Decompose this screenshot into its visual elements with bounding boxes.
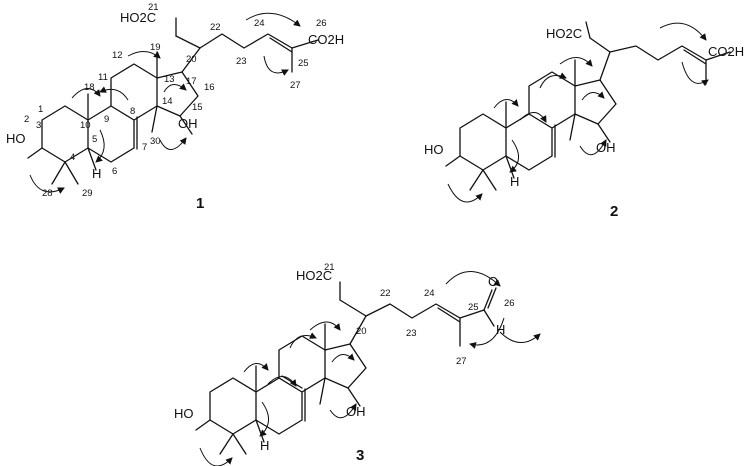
c1-num-25: 25 [298, 58, 309, 69]
c1-num-9: 9 [104, 114, 109, 125]
c1-num-21: 21 [148, 2, 159, 13]
c2-hydroxy-3: HO [424, 142, 444, 157]
c1-num-16: 16 [204, 82, 215, 93]
c1-num-19: 19 [150, 42, 161, 53]
compound-1-label: 1 [196, 195, 204, 212]
c1-num-14: 14 [162, 96, 173, 107]
compound-2-correlations [447, 22, 709, 203]
compound-2-label: 2 [610, 203, 618, 220]
compound-1-structure [27, 17, 319, 185]
c3-hydroxy-15: OH [346, 404, 366, 419]
compound-3-label: 3 [356, 447, 364, 464]
c1-num-17: 17 [186, 76, 197, 87]
c3-h5: H [260, 438, 269, 453]
c2-hydroxy-15: OH [596, 140, 616, 155]
c1-hydroxy-3: HO [6, 131, 26, 146]
c3-acid-top: HO2C [296, 268, 332, 283]
compound-3-correlations [199, 271, 541, 466]
c1-num-12: 12 [112, 50, 123, 61]
c1-acid-side: CO2H [308, 32, 344, 47]
c3-num-20: 20 [356, 326, 367, 337]
c1-num-3: 3 [36, 120, 41, 131]
c1-num-29: 29 [82, 188, 93, 199]
c1-num-11: 11 [98, 72, 108, 83]
c3-num-23: 23 [406, 328, 417, 339]
c1-num-26: 26 [316, 18, 327, 29]
c3-num-27: 27 [456, 356, 467, 367]
c1-num-5: 5 [92, 134, 97, 145]
c1-num-27: 27 [290, 80, 301, 91]
c3-num-26: 26 [504, 298, 515, 309]
c3-num-22: 22 [380, 288, 391, 299]
c3-num-24: 24 [424, 288, 435, 299]
c3-num-21: 21 [324, 262, 335, 273]
c1-num-15: 15 [192, 102, 203, 113]
c1-h5: H [92, 166, 101, 181]
compound-3-structure [195, 281, 497, 455]
c1-num-22: 22 [210, 22, 221, 33]
c3-h-aldehyde: H [496, 322, 505, 337]
c1-num-30: 30 [150, 136, 161, 147]
c1-num-28: 28 [42, 188, 53, 199]
c1-num-18: 18 [84, 82, 95, 93]
c1-num-4: 4 [70, 152, 75, 163]
c2-acid-side: CO2H [708, 44, 744, 59]
c1-num-8: 8 [130, 106, 135, 117]
c2-acid-top: HO2C [546, 26, 582, 41]
c1-acid-top: HO2C [120, 10, 156, 25]
compound-1-correlations [29, 12, 301, 194]
c1-num-2: 2 [24, 114, 29, 125]
c1-num-6: 6 [112, 166, 117, 177]
c1-num-1: 1 [38, 104, 43, 115]
c3-num-25: 25 [468, 302, 479, 313]
c1-num-20: 20 [186, 54, 197, 65]
c1-num-7: 7 [142, 142, 147, 153]
c1-num-23: 23 [236, 56, 247, 67]
c1-hydroxy-15: OH [178, 116, 198, 131]
c3-hydroxy-3: HO [174, 406, 194, 421]
compound-2-structure [445, 21, 731, 191]
c1-num-13: 13 [164, 74, 175, 85]
c1-num-10: 10 [80, 120, 91, 131]
c1-num-24: 24 [254, 18, 265, 29]
c3-oxygen: O [488, 274, 498, 289]
c2-h5: H [510, 174, 519, 189]
